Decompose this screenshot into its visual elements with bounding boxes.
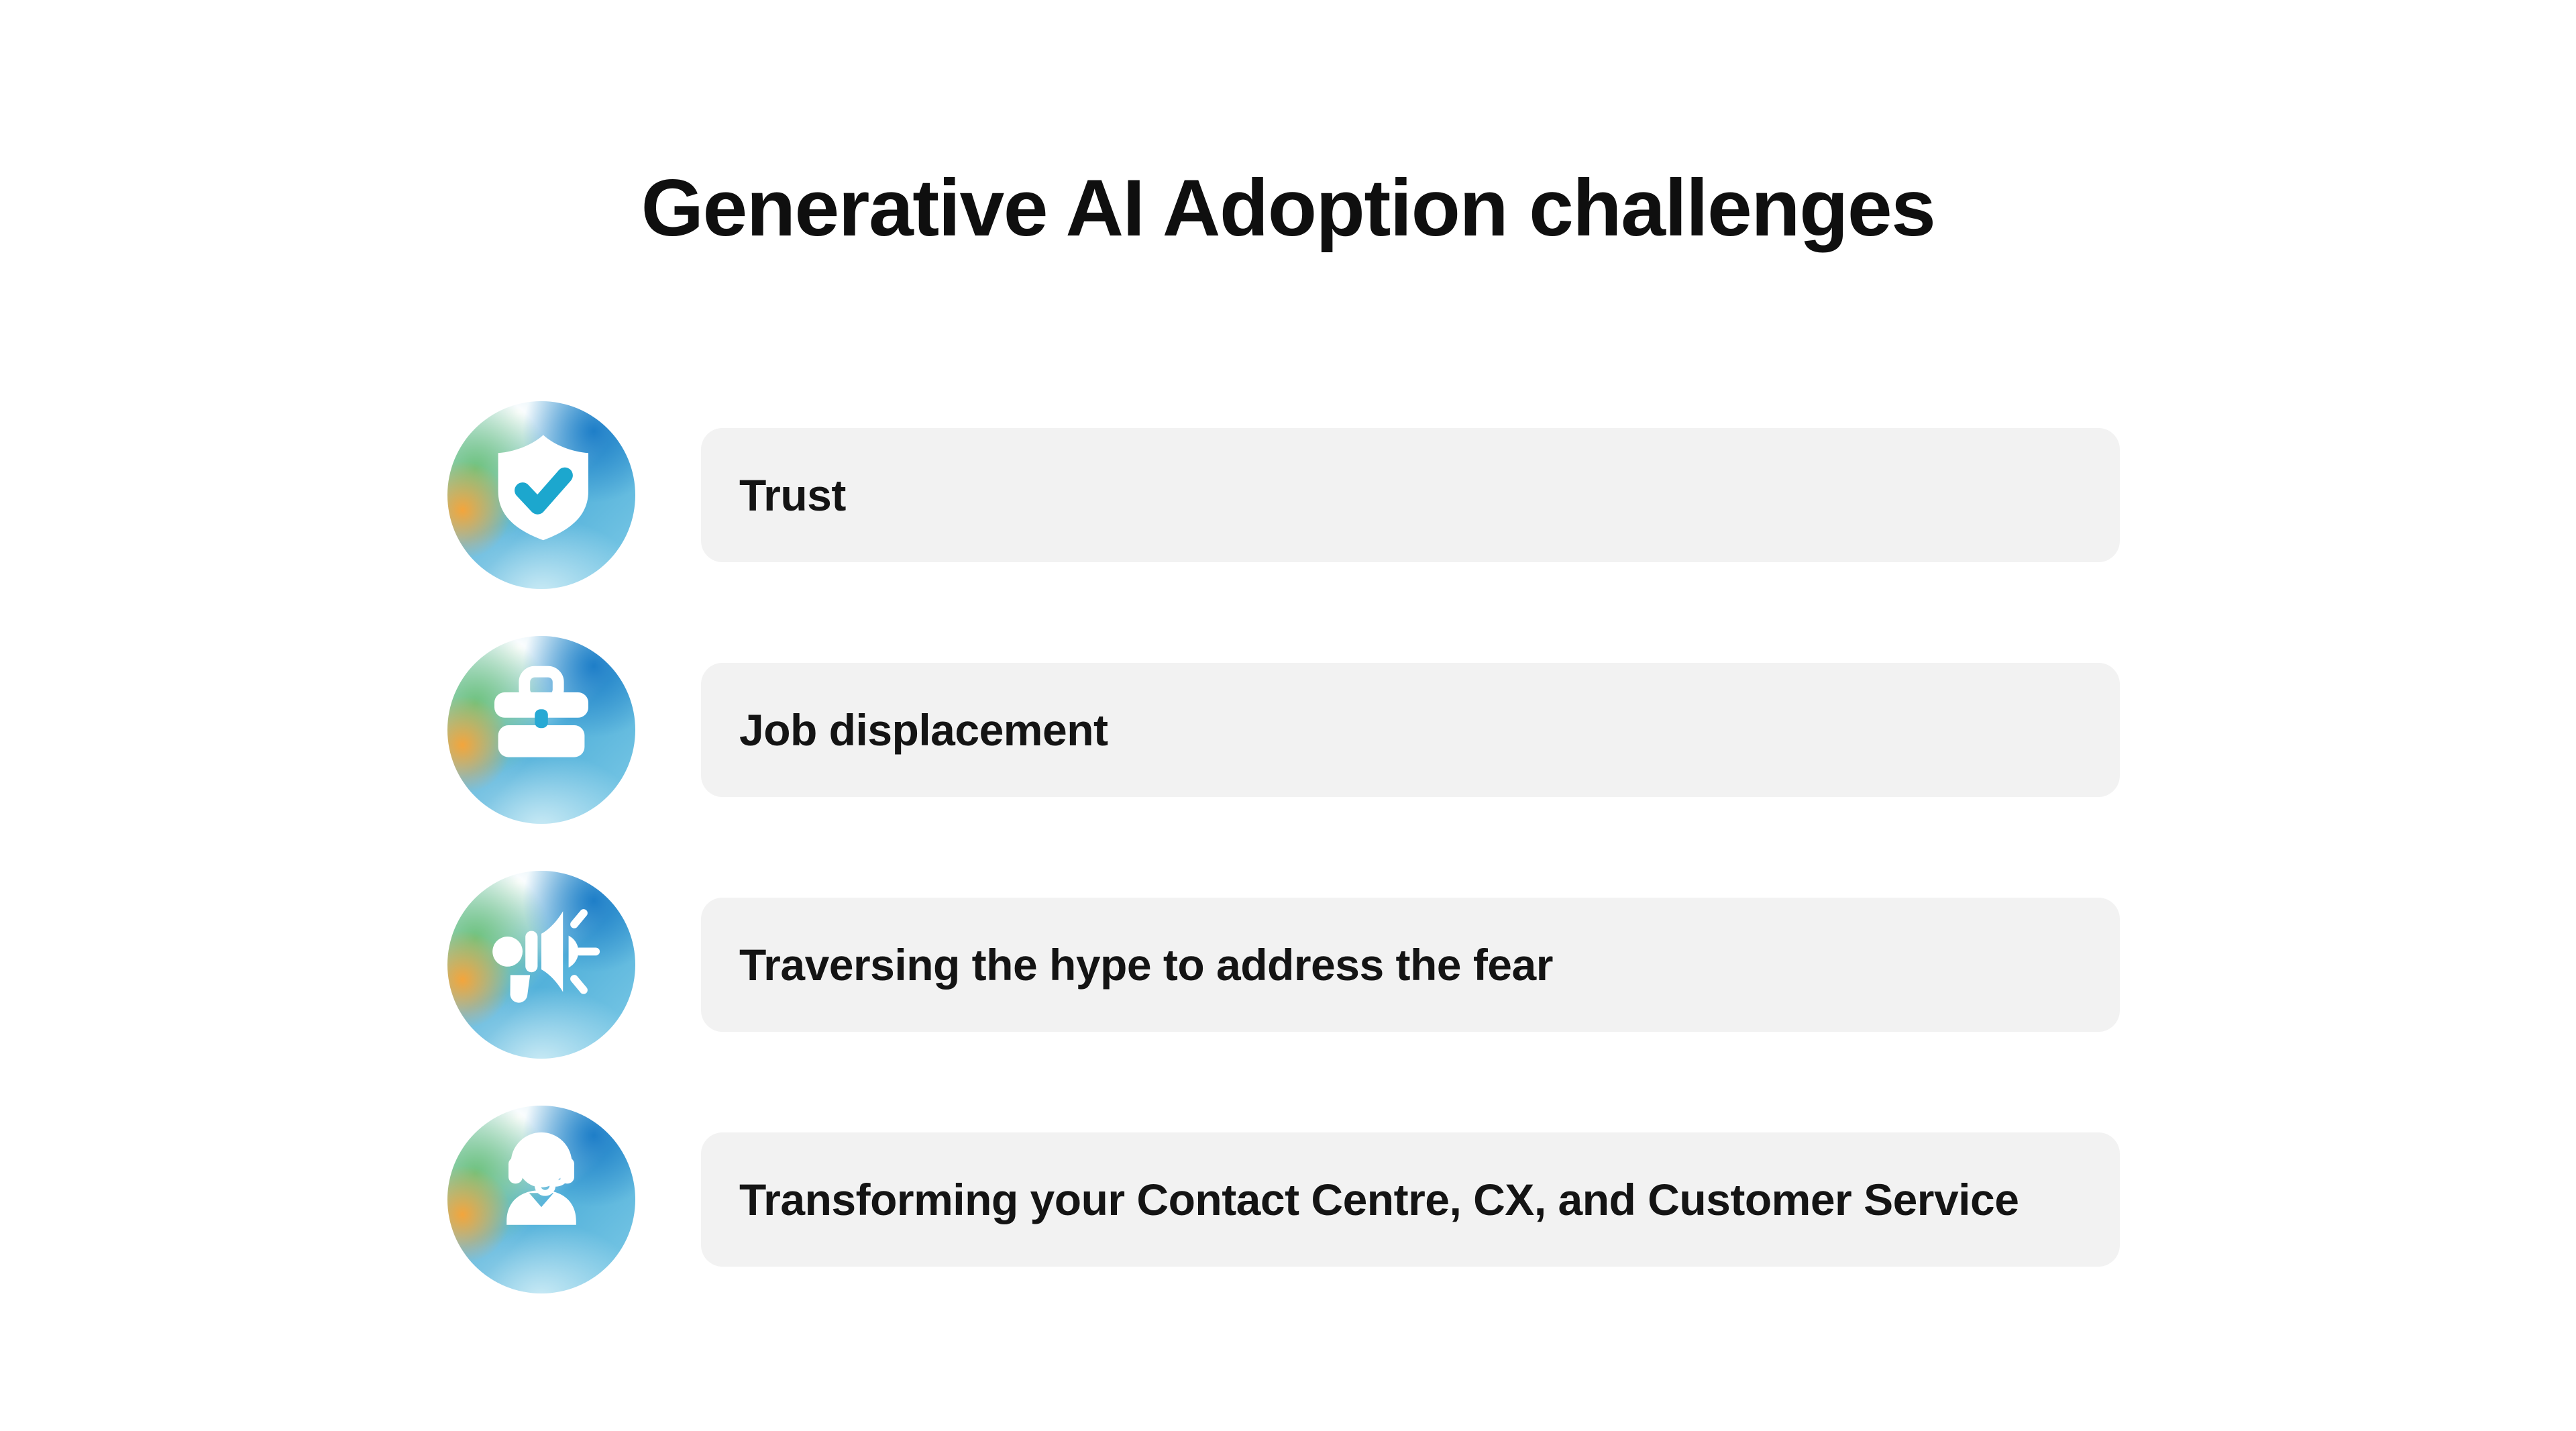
challenge-label: Trust <box>739 470 846 520</box>
shield-check-icon <box>498 435 588 541</box>
challenge-label: Job displacement <box>739 705 1108 755</box>
list-item: Traversing the hype to address the fear <box>447 871 2120 1059</box>
list-item: Transforming your Contact Centre, CX, an… <box>447 1106 2120 1293</box>
challenge-bar: Trust <box>701 428 2120 562</box>
list-item: Trust <box>447 401 2120 589</box>
page-title: Generative AI Adoption challenges <box>641 163 1936 253</box>
gradient-icon-badge <box>447 1106 635 1293</box>
gradient-icon-badge <box>447 636 635 824</box>
headset-agent-icon <box>506 1132 576 1225</box>
challenge-bar: Job displacement <box>701 663 2120 797</box>
gradient-icon-badge <box>447 401 635 589</box>
challenge-label: Traversing the hype to address the fear <box>739 940 1553 990</box>
challenge-bar: Traversing the hype to address the fear <box>701 898 2120 1032</box>
megaphone-icon <box>492 909 600 1003</box>
gradient-icon-badge <box>447 871 635 1059</box>
briefcase-icon <box>494 666 588 757</box>
challenge-list: Trust Job displacement <box>447 401 2120 1293</box>
challenge-bar: Transforming your Contact Centre, CX, an… <box>701 1132 2120 1267</box>
challenge-label: Transforming your Contact Centre, CX, an… <box>739 1175 2019 1224</box>
list-item: Job displacement <box>447 636 2120 824</box>
